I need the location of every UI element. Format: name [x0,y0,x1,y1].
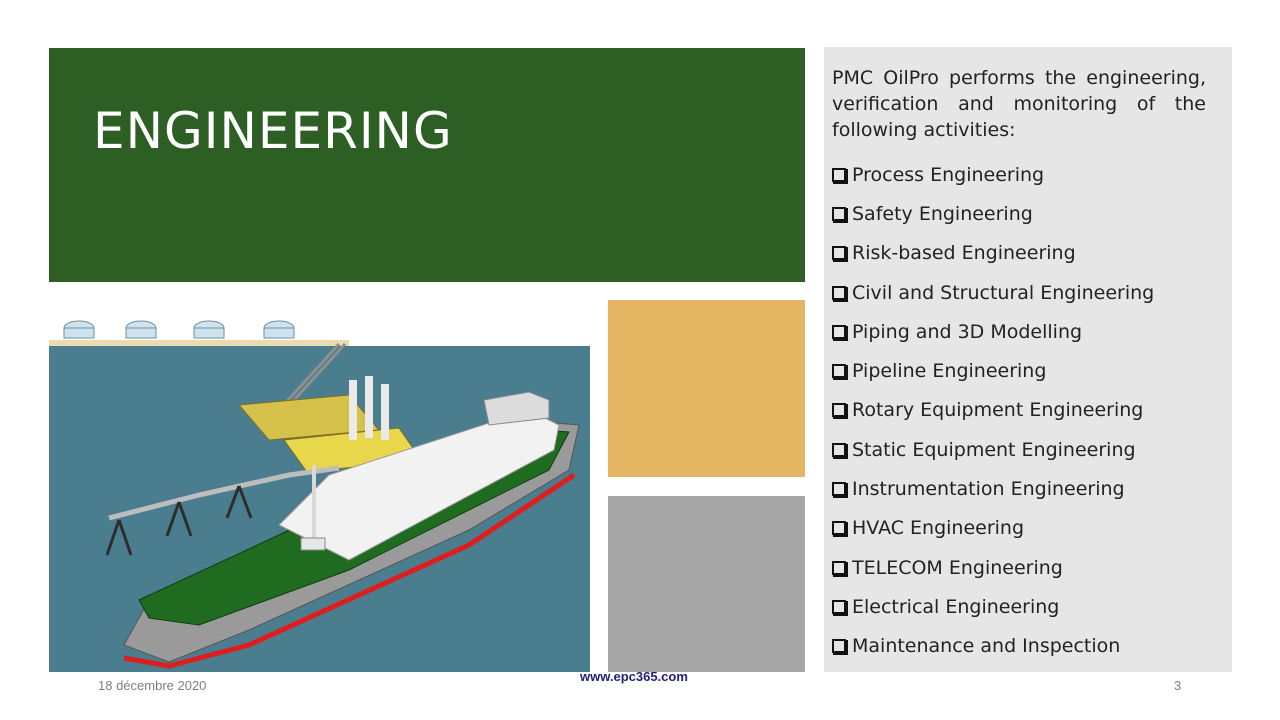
activities-panel: PMC OilPro performs the engineering, ver… [824,47,1232,672]
list-item: Static Equipment Engineering [832,430,1206,469]
list-item: TELECOM Engineering [832,548,1206,587]
list-item: Process Engineering [832,155,1206,194]
page-number: 3 [1174,678,1182,693]
list-item: Instrumentation Engineering [832,469,1206,508]
activity-label: Maintenance and Inspection [852,635,1121,658]
checkbox-bullet-icon [832,206,848,223]
checkbox-bullet-icon [832,639,848,656]
checkbox-bullet-icon [832,482,848,499]
list-item: Piping and 3D Modelling [832,312,1206,351]
checkbox-bullet-icon [832,403,848,420]
title-panel: ENGINEERING [49,48,805,282]
checkbox-bullet-icon [832,285,848,302]
activity-label: Electrical Engineering [852,595,1060,618]
tanker-jetty-illustration [49,300,590,672]
activity-label: Rotary Equipment Engineering [852,399,1144,422]
checkbox-bullet-icon [832,560,848,577]
activity-label: Instrumentation Engineering [852,478,1125,501]
activity-label: Process Engineering [852,163,1045,186]
activity-label: HVAC Engineering [852,517,1025,540]
list-item: Safety Engineering [832,194,1206,233]
slide-title: ENGINEERING [93,102,453,160]
footer-date: 18 décembre 2020 [98,678,207,693]
footer-website-link[interactable]: www.epc365.com [580,669,688,684]
list-item: HVAC Engineering [832,509,1206,548]
checkbox-bullet-icon [832,599,848,616]
activity-label: Static Equipment Engineering [852,438,1136,461]
activity-label: Civil and Structural Engineering [852,281,1155,304]
list-item: Risk-based Engineering [832,234,1206,273]
activity-label: Pipeline Engineering [852,360,1047,383]
checkbox-bullet-icon [832,167,848,184]
activity-label: Safety Engineering [852,202,1033,225]
checkbox-bullet-icon [832,246,848,263]
list-item: Rotary Equipment Engineering [832,391,1206,430]
list-item: Pipeline Engineering [832,351,1206,390]
activities-list: Process Engineering Safety Engineering R… [832,155,1206,666]
list-item: Civil and Structural Engineering [832,273,1206,312]
list-item: Maintenance and Inspection [832,627,1206,666]
list-item: Electrical Engineering [832,587,1206,626]
checkbox-bullet-icon [832,364,848,381]
intro-text: PMC OilPro performs the engineering, ver… [832,67,1206,141]
activity-label: Risk-based Engineering [852,242,1076,265]
checkbox-bullet-icon [832,521,848,538]
checkbox-bullet-icon [832,324,848,341]
activity-label: TELECOM Engineering [852,556,1063,579]
activity-label: Piping and 3D Modelling [852,320,1083,343]
accent-swatch-gold [608,300,805,477]
checkbox-bullet-icon [832,442,848,459]
accent-swatch-grey [608,496,805,672]
